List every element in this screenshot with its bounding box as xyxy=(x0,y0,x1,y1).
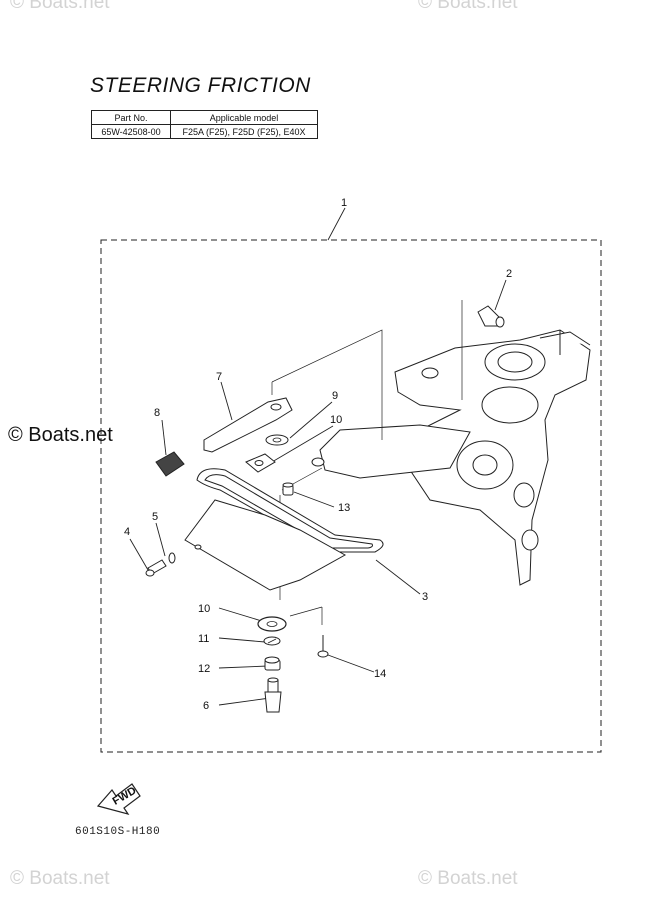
callout-14: 14 xyxy=(374,668,386,680)
leader-10b xyxy=(218,607,266,623)
collar-part-13 xyxy=(282,482,294,496)
leader-9 xyxy=(289,401,333,439)
leader-7 xyxy=(220,381,233,421)
grip-part-8 xyxy=(155,451,185,477)
watermark-top-left: © Boats.net xyxy=(10,0,110,13)
leader-10a xyxy=(271,425,334,463)
friction-band-part-3 xyxy=(196,468,384,553)
table-cell-part-no: 65W-42508-00 xyxy=(91,124,171,139)
leader-13 xyxy=(293,491,335,508)
friction-mount-arm xyxy=(311,424,471,479)
callout-13: 13 xyxy=(338,502,350,514)
steering-bracket xyxy=(394,329,591,586)
callout-10-upper: 10 xyxy=(330,414,342,426)
table-header-row: Part No. Applicable model xyxy=(91,110,318,125)
leader-5 xyxy=(155,522,166,557)
washer-part-5 xyxy=(168,552,176,564)
friction-plate-body xyxy=(184,499,347,591)
callout-5: 5 xyxy=(152,511,158,523)
leader-14 xyxy=(327,654,375,673)
callout-9: 9 xyxy=(332,390,338,402)
watermark-bottom-right: © Boats.net xyxy=(418,868,518,889)
leader-lines xyxy=(129,207,507,706)
table-cell-applicable-model: F25A (F25), F25D (F25), E40X xyxy=(170,124,318,139)
callout-3: 3 xyxy=(422,591,428,603)
callout-2: 2 xyxy=(506,268,512,280)
leader-12 xyxy=(218,665,269,669)
leader-6 xyxy=(218,697,271,706)
grease-nipple-part-2 xyxy=(477,305,505,328)
bolt-part-4 xyxy=(145,559,167,577)
assembly-boundary xyxy=(100,239,602,753)
applicability-table: Part No. Applicable model 65W-42508-00 F… xyxy=(91,110,318,139)
leader-11 xyxy=(218,637,266,643)
leader-8 xyxy=(161,419,167,456)
callout-12: 12 xyxy=(198,663,210,675)
callout-8: 8 xyxy=(154,407,160,419)
friction-lever-part-7 xyxy=(203,397,293,453)
table-row: 65W-42508-00 F25A (F25), F25D (F25), E40… xyxy=(91,124,318,139)
nut-part-12 xyxy=(264,656,281,671)
callout-1: 1 xyxy=(341,197,347,209)
watermark-bottom-left: © Boats.net xyxy=(10,868,110,889)
leader-4 xyxy=(129,538,149,571)
leader-1 xyxy=(327,207,346,241)
callout-4: 4 xyxy=(124,526,130,538)
watermark-top-right: © Boats.net xyxy=(418,0,518,13)
diagram-code: 601S10S-H180 xyxy=(75,826,161,838)
page-title: STEERING FRICTION xyxy=(90,74,311,97)
callout-11: 11 xyxy=(198,633,209,645)
plate-part-10-upper xyxy=(245,453,276,473)
fwd-arrow-icon xyxy=(96,783,141,815)
callout-6: 6 xyxy=(203,700,209,712)
watermark-middle-left: © Boats.net xyxy=(8,424,113,446)
callout-7: 7 xyxy=(216,371,222,383)
callout-10-lower: 10 xyxy=(198,603,210,615)
leader-2 xyxy=(494,279,507,311)
knob-bolt-part-6 xyxy=(264,677,282,713)
leader-3 xyxy=(375,559,421,595)
screw-part-14 xyxy=(317,635,329,658)
